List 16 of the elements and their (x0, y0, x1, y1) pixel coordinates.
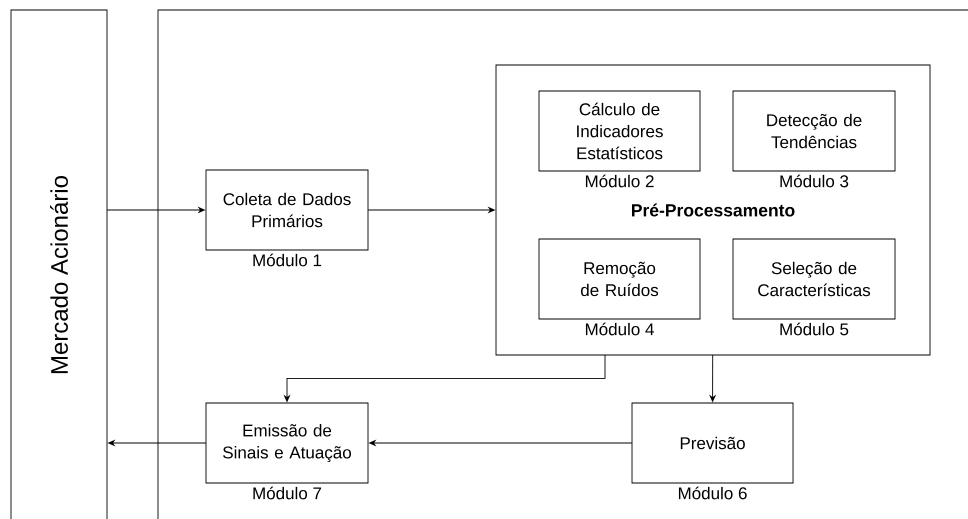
module-label: Módulo 1 (253, 254, 322, 266)
process-box: Remoção de Ruídos (538, 238, 700, 320)
process-box: Coleta de Dados Primários (206, 170, 368, 250)
module-label: Módulo 3 (780, 174, 848, 188)
module-label: Módulo 7 (253, 486, 322, 500)
system-frame (158, 10, 968, 519)
module-label: Módulo 6 (678, 486, 747, 500)
process-box: Detecção de Tendências (732, 90, 896, 172)
market-band: Mercado Acionário (10, 10, 108, 519)
process-box: Previsão (632, 402, 794, 484)
module-label: Módulo 4 (586, 322, 654, 336)
module-label: Módulo 2 (586, 174, 654, 188)
module-label: Módulo 5 (780, 322, 848, 336)
process-box: Cálculo de Indicadores Estatísticos (538, 90, 700, 172)
process-box: Seleção de Características (732, 238, 896, 320)
process-box: Emissão de Sinais e Atuação (206, 402, 368, 484)
